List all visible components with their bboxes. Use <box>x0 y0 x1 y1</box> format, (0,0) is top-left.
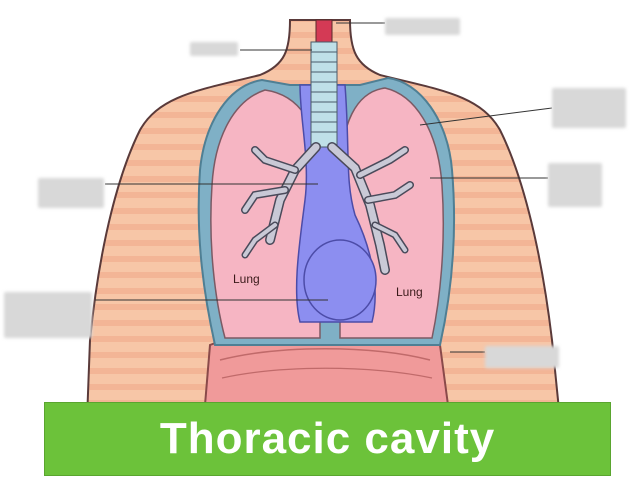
label-box-middle-right[interactable] <box>548 163 602 207</box>
trachea-top <box>315 19 333 43</box>
trachea <box>310 41 338 148</box>
heart <box>303 239 377 321</box>
caption-banner: Thoracic cavity <box>44 402 611 476</box>
label-box-top-left[interactable] <box>190 42 238 56</box>
caption-title: Thoracic cavity <box>159 414 496 463</box>
left-lung-label: Lung <box>233 272 260 286</box>
label-box-lower-right[interactable] <box>485 346 559 368</box>
leader-lines <box>95 22 553 353</box>
label-box-middle-left[interactable] <box>38 178 104 208</box>
label-box-lower-left[interactable] <box>4 292 92 338</box>
label-box-upper-right[interactable] <box>552 88 626 128</box>
label-box-top-center[interactable] <box>385 18 460 35</box>
right-lung-label: Lung <box>396 285 423 299</box>
bronchial-tree <box>241 142 414 275</box>
